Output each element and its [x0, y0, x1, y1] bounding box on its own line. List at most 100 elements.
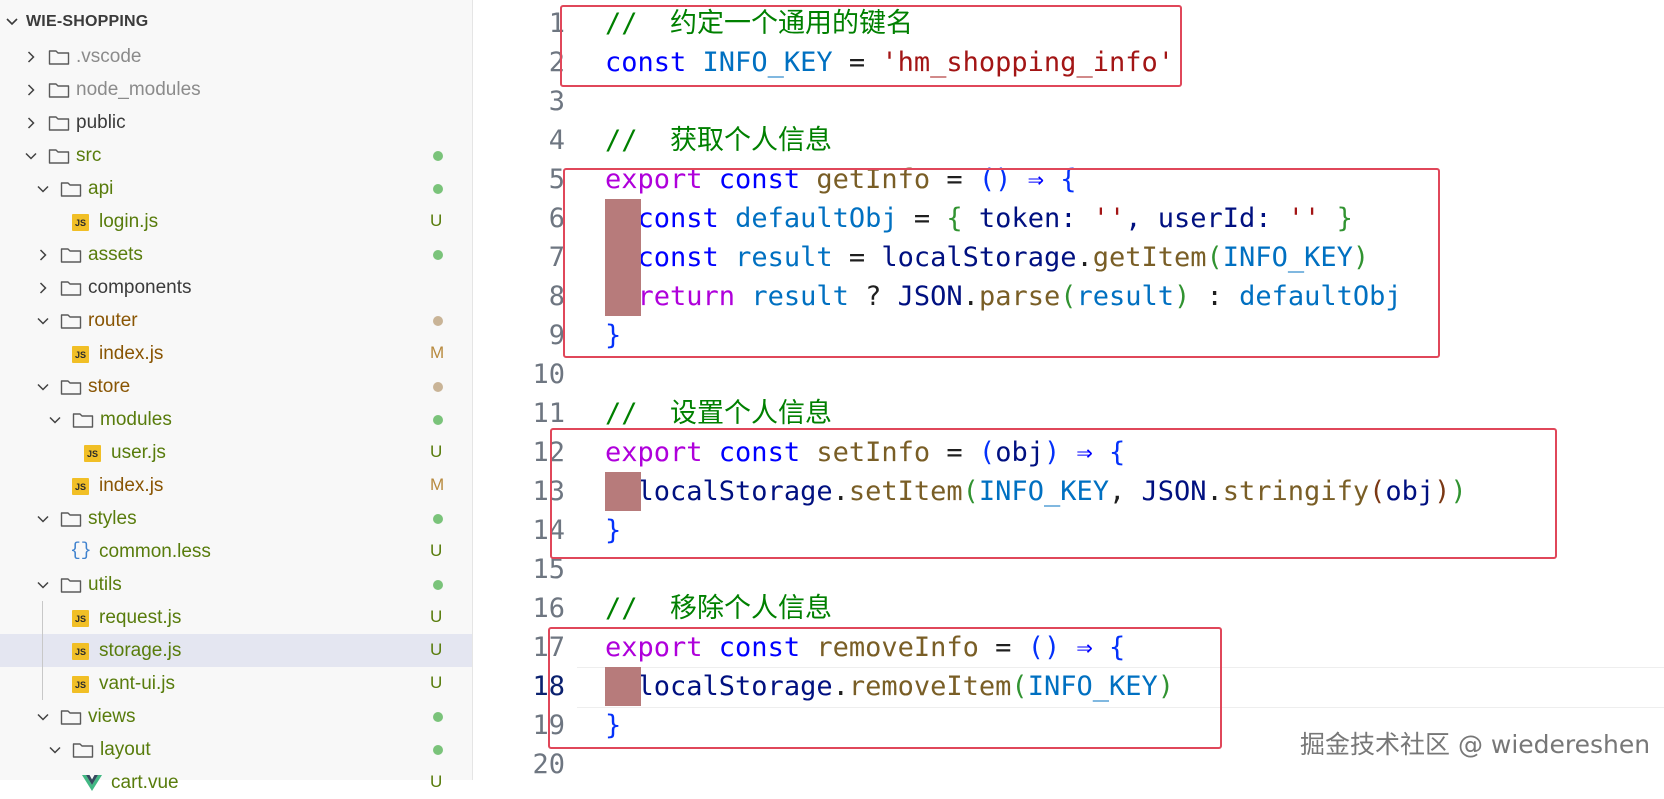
tree-folder[interactable]: node_modules [0, 73, 472, 106]
chevron-right-icon[interactable] [24, 83, 38, 97]
code-line[interactable]: export const setInfo = (obj) ⇒ { [605, 433, 1125, 472]
code-line[interactable]: const defaultObj = { token: '', userId: … [605, 199, 1353, 238]
code-token: } [605, 710, 622, 741]
tree-folder[interactable]: .vscode [0, 40, 472, 73]
code-line[interactable]: return result ? JSON.parse(result) : def… [605, 277, 1402, 316]
git-status-badge: M [430, 343, 445, 362]
code-token: obj [1385, 476, 1435, 507]
code-token: result [735, 242, 833, 273]
tree-folder[interactable]: utils [0, 568, 472, 601]
code-line[interactable]: } [605, 316, 621, 355]
chevron-down-icon[interactable] [24, 149, 38, 163]
tree-folder[interactable]: store [0, 370, 472, 403]
code-token: ) [1352, 242, 1370, 273]
chevron-down-icon[interactable] [48, 413, 62, 427]
code-line[interactable]: } [605, 511, 621, 550]
code-token: = [930, 437, 979, 468]
code-line[interactable]: const INFO_KEY = 'hm_shopping_info' [605, 43, 1174, 82]
chevron-down-icon[interactable] [36, 380, 50, 394]
tree-folder[interactable]: router [0, 304, 472, 337]
code-token: () [1027, 632, 1061, 663]
tree-folder[interactable]: views [0, 700, 472, 733]
line-number: 2 [548, 47, 565, 78]
tree-item-label: node_modules [76, 79, 201, 100]
code-line[interactable]: // 移除个人信息 [605, 589, 832, 628]
code-line[interactable]: // 约定一个通用的键名 [605, 4, 913, 43]
code-token: return [637, 281, 752, 312]
folder-icon [72, 413, 94, 428]
javascript-file-icon: JS [72, 214, 89, 231]
chevron-down-icon[interactable] [36, 314, 50, 328]
code-token: { [1109, 437, 1126, 468]
tree-folder[interactable]: api [0, 172, 472, 205]
folder-icon [60, 710, 82, 725]
chevron-down-icon[interactable] [36, 512, 50, 526]
workspace-title: WIE-SHOPPING [26, 13, 149, 30]
code-line[interactable]: localStorage.setItem(INFO_KEY, JSON.stri… [605, 472, 1467, 511]
code-token: result [751, 281, 849, 312]
javascript-file-icon: JS [72, 346, 89, 363]
chevron-right-icon[interactable] [36, 281, 50, 295]
code-token: localStorage [637, 476, 833, 507]
code-token: ) [1434, 476, 1451, 507]
code-token: : [1190, 281, 1240, 312]
folder-icon [48, 50, 70, 65]
code-line[interactable]: localStorage.removeItem(INFO_KEY) [605, 667, 1174, 706]
git-status-badge: U [430, 211, 443, 230]
code-line[interactable]: } [605, 706, 621, 745]
code-token: obj [995, 437, 1044, 468]
git-status-dot [433, 151, 443, 161]
code-token: getItem [1092, 242, 1207, 273]
chevron-right-icon[interactable] [36, 248, 50, 262]
tree-folder[interactable]: src [0, 139, 472, 172]
indent-marker [605, 277, 641, 316]
chevron-down-icon[interactable] [36, 710, 50, 724]
tree-folder[interactable]: styles [0, 502, 472, 535]
chevron-down-icon[interactable] [36, 182, 50, 196]
indent-guide [42, 601, 43, 700]
code-line[interactable]: const result = localStorage.getItem(INFO… [605, 238, 1370, 277]
highlight-box-set-info [550, 428, 1557, 559]
code-token: const [718, 632, 817, 663]
tree-folder[interactable]: modules [0, 403, 472, 436]
tree-item-label: request.js [99, 607, 182, 628]
code-token: ? [848, 281, 898, 312]
code-token: ) [1174, 281, 1191, 312]
tree-item-label: .vscode [76, 46, 142, 67]
code-line[interactable]: // 设置个人信息 [605, 394, 832, 433]
tree-item-label: login.js [99, 211, 159, 232]
line-number: 14 [532, 515, 565, 546]
tree-item-label: storage.js [99, 640, 182, 661]
chevron-down-icon[interactable] [4, 14, 20, 30]
code-token: . [1206, 476, 1223, 507]
chevron-right-icon[interactable] [24, 116, 38, 130]
tree-folder[interactable]: public [0, 106, 472, 139]
code-line[interactable]: // 获取个人信息 [605, 121, 832, 160]
code-token: = [832, 47, 882, 78]
highlight-box-info-key [560, 5, 1182, 87]
tree-folder[interactable]: layout [0, 733, 472, 766]
tree-folder[interactable]: assets [0, 238, 472, 271]
code-token: removeItem [848, 671, 1012, 702]
git-status-badge: U [430, 673, 443, 692]
tree-file[interactable]: JS login.js U [0, 205, 472, 238]
code-token: ( [978, 437, 996, 468]
code-token: ⇒ [1011, 164, 1061, 195]
tree-folder[interactable]: components [0, 271, 472, 304]
chevron-down-icon[interactable] [48, 743, 62, 757]
explorer-header[interactable]: WIE-SHOPPING [0, 8, 472, 38]
highlight-box-remove-info [548, 627, 1222, 749]
code-line[interactable]: export const removeInfo = () ⇒ { [605, 628, 1125, 667]
line-number: 4 [548, 125, 565, 156]
chevron-right-icon[interactable] [24, 50, 38, 64]
chevron-down-icon[interactable] [36, 578, 50, 592]
